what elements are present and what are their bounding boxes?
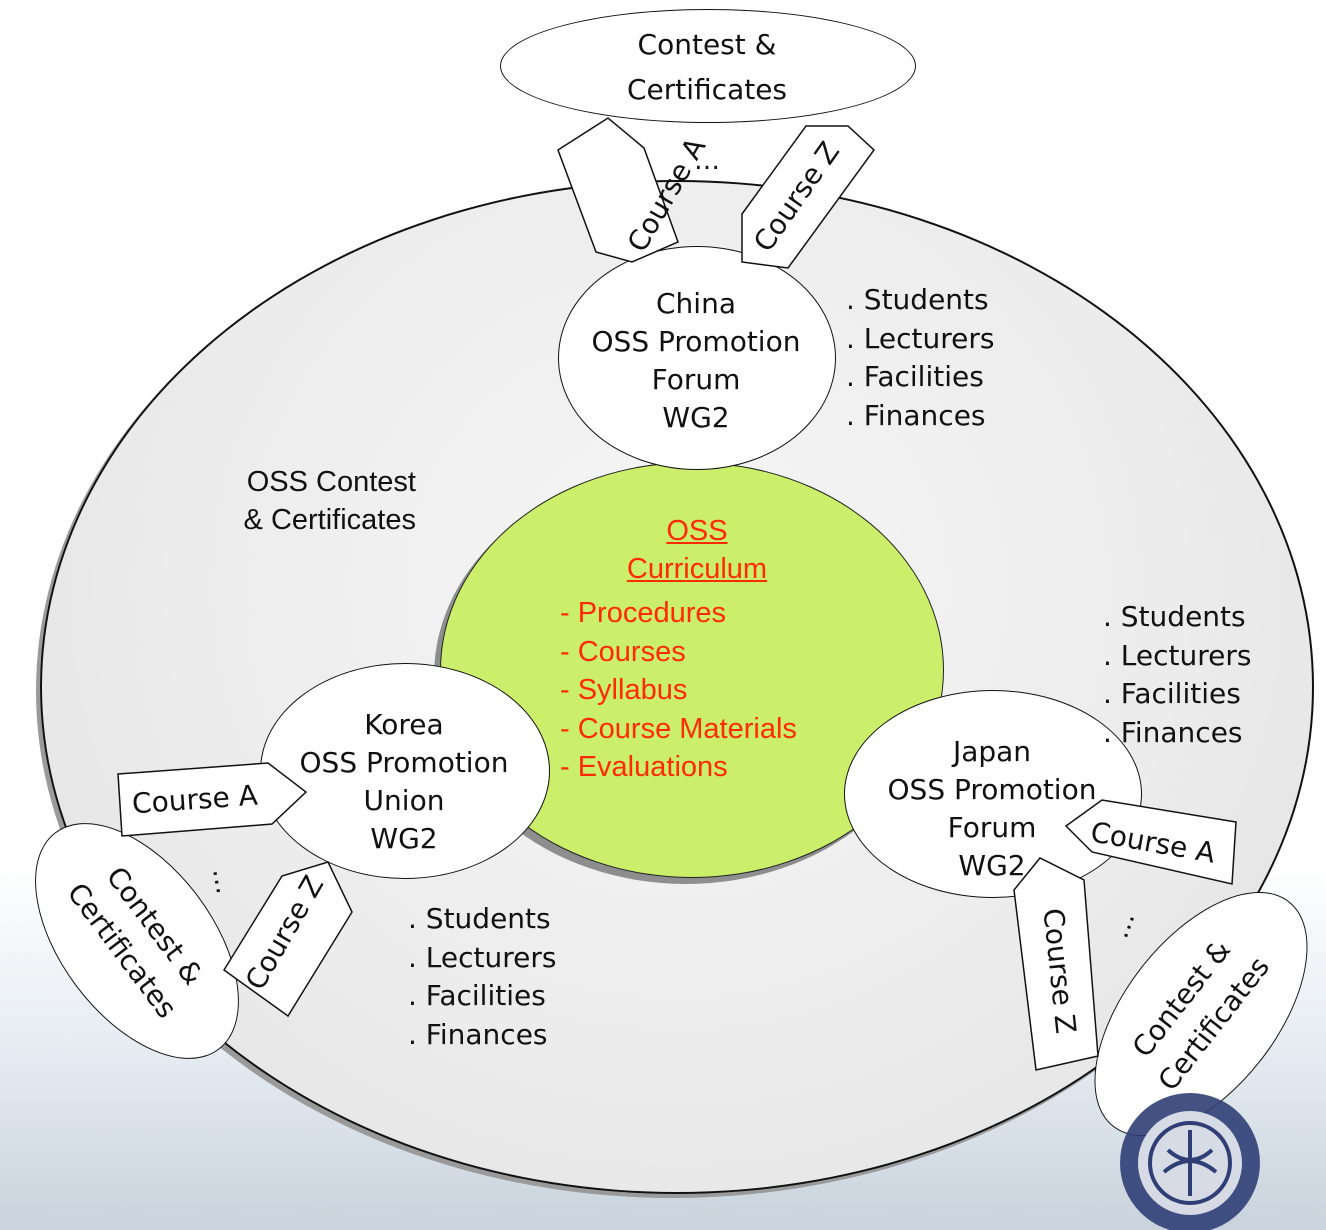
japan-line4: WG2 (958, 849, 1026, 882)
china-line4: WG2 (662, 401, 730, 434)
curriculum-item: - Courses (560, 635, 686, 668)
curriculum-item: - Syllabus (560, 674, 688, 706)
china-resources: . Students . Lecturers . Facilities . Fi… (846, 281, 994, 435)
oss-contest-line2: & Certificates (243, 504, 416, 536)
korea-line2: OSS Promotion (299, 746, 509, 779)
china-line2: OSS Promotion (591, 325, 801, 358)
resource-item: . Facilities (408, 979, 546, 1012)
resource-item: . Lecturers (1103, 638, 1252, 672)
curriculum-item: - Procedures (560, 597, 727, 629)
resource-item: . Finances (846, 398, 986, 432)
curriculum-item: - Evaluations (560, 751, 728, 783)
resource-item: . Lecturers (846, 321, 995, 355)
university-seal-icon (1120, 1093, 1260, 1230)
resource-item: . Students (408, 902, 551, 935)
course-tag-korea-a (117, 762, 308, 837)
china-line3: Forum (651, 363, 741, 396)
course-tag-top-a (557, 117, 679, 263)
resource-item: . Lecturers (408, 940, 557, 974)
course-tag-korea-z (222, 861, 353, 1018)
oss-contest-line1: OSS Contest (246, 466, 416, 498)
ellipsis-korea: … (205, 865, 241, 897)
korea-line1: Korea (364, 708, 444, 741)
resource-item: . Finances (1103, 715, 1243, 749)
curriculum-items: - Procedures - Courses - Syllabus - Cour… (560, 594, 797, 787)
resource-item: . Facilities (1103, 677, 1241, 710)
korea-node (260, 663, 550, 879)
course-tag-japan-a (1064, 799, 1237, 885)
resource-item: . Students (1103, 600, 1246, 633)
curriculum-title-line2: Curriculum (626, 553, 768, 585)
course-tag-japan-z (1013, 857, 1099, 1071)
japan-line2: OSS Promotion (887, 773, 1097, 806)
resource-item: . Facilities (846, 360, 984, 393)
resource-item: . Students (846, 283, 989, 316)
japan-resources: . Students . Lecturers . Facilities . Fi… (1103, 598, 1251, 752)
course-tag-top-z (741, 125, 875, 269)
korea-resources: . Students . Lecturers . Facilities . Fi… (408, 900, 556, 1054)
curriculum-item: - Course Materials (560, 712, 797, 745)
contest-top-line2: Certificates (626, 73, 788, 106)
korea-line4: WG2 (370, 822, 438, 855)
korea-line3: Union (363, 784, 445, 817)
ellipsis-top: … (694, 146, 720, 176)
contest-top-line1: Contest & (637, 28, 777, 61)
contest-ellipse-top (500, 9, 916, 123)
china-line1: China (656, 287, 736, 320)
china-node (558, 246, 836, 470)
japan-line3: Forum (947, 811, 1037, 844)
japan-node (844, 690, 1142, 898)
japan-line1: Japan (952, 735, 1032, 768)
curriculum-title-line1: OSS (666, 515, 728, 547)
resource-item: . Finances (408, 1017, 548, 1051)
